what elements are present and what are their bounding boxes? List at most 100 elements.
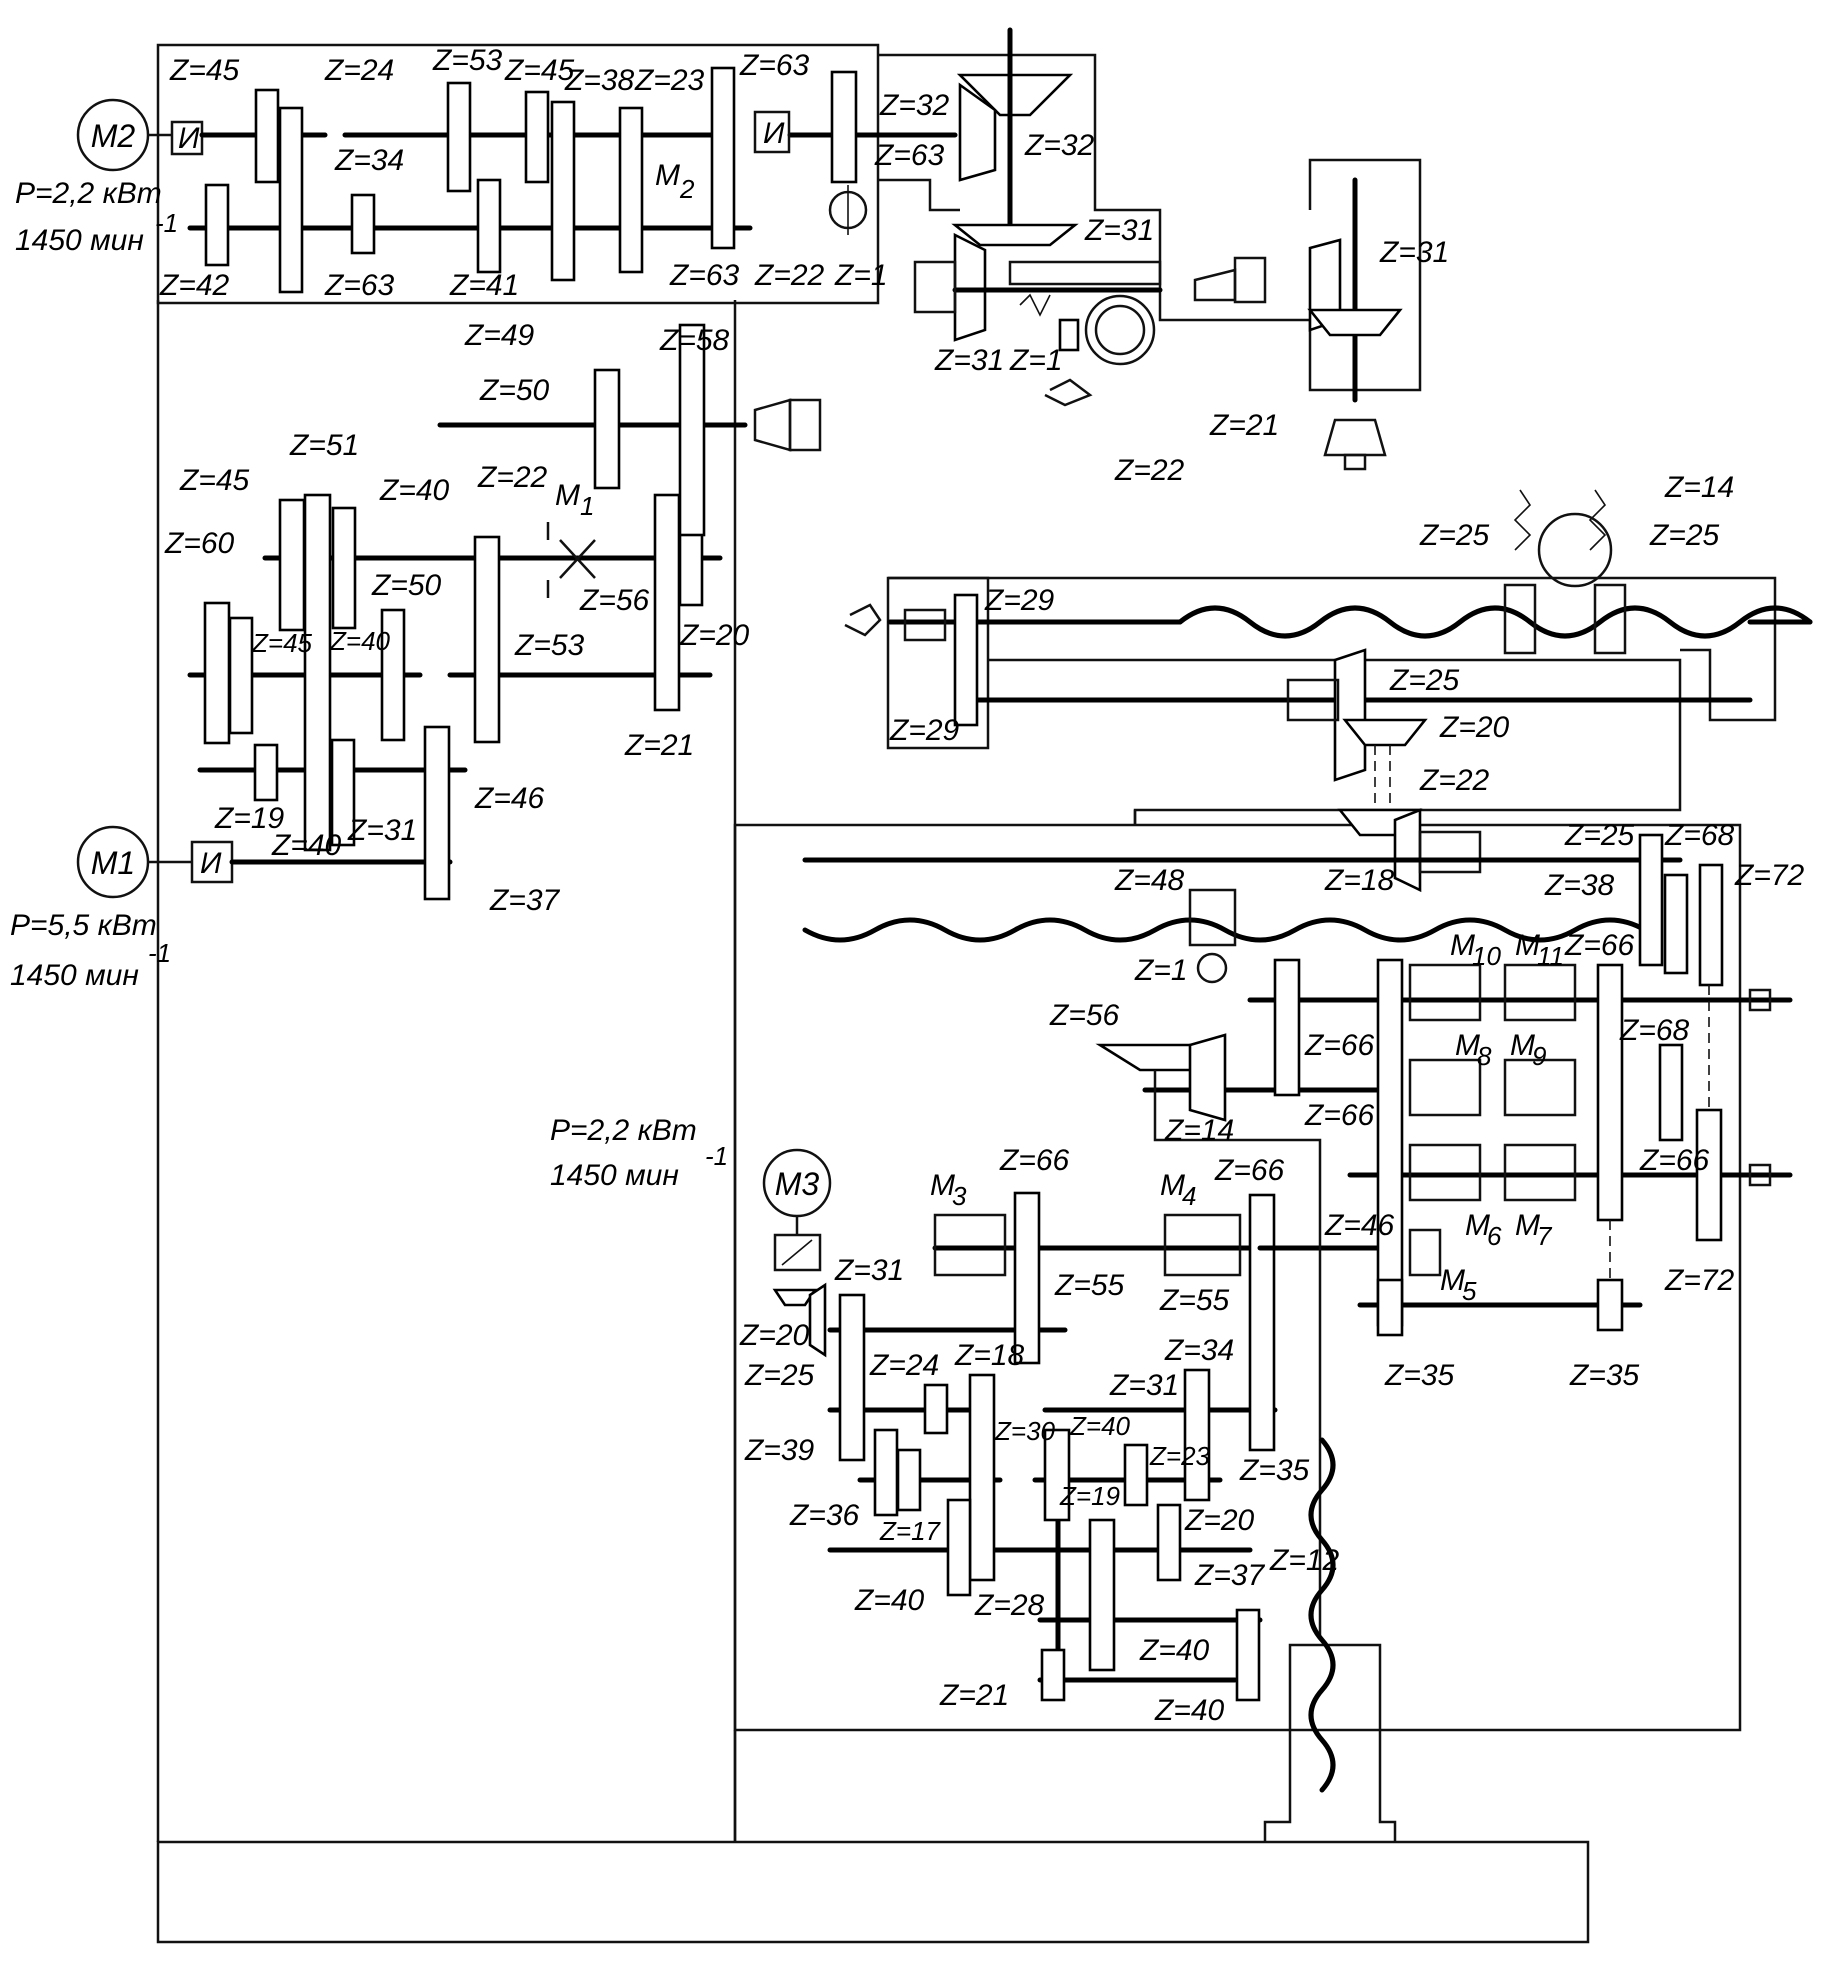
- clutch-m2-symbol: И: [178, 122, 200, 155]
- label-z66: Z=66: [1564, 929, 1635, 962]
- label-m6-sub: 6: [1487, 1221, 1502, 1251]
- head-bearing: [913, 260, 957, 314]
- bevel-z25: [1333, 648, 1367, 782]
- motor-m3-power: P=2,2 кВт: [550, 1114, 697, 1147]
- label-m8-sub: 8: [1477, 1041, 1492, 1071]
- clutch-m8: [1408, 1058, 1482, 1117]
- label-z66c: Z=66: [1304, 1029, 1375, 1062]
- motor-m3-name: M3: [775, 1166, 820, 1202]
- label-m8: M: [1455, 1029, 1480, 1062]
- clutch-m6: [1408, 1143, 1482, 1202]
- clutch-m1-symbol: И: [200, 847, 222, 880]
- swivel-spindle-nose: [1323, 418, 1387, 457]
- label-m2-sub: 2: [679, 174, 695, 204]
- label-m9-sub: 9: [1532, 1041, 1546, 1071]
- label-z28: Z=28: [974, 1589, 1045, 1622]
- label-z25d: Z=25: [1564, 819, 1635, 852]
- label-m3: M: [930, 1169, 955, 1202]
- gear-z40: [331, 506, 357, 630]
- gear-z72b: [1695, 1108, 1723, 1242]
- elevating-lead-screw: [1308, 1437, 1336, 1793]
- label-z30: Z=30: [994, 1416, 1056, 1446]
- gear-z38-z63: [618, 106, 644, 274]
- gear-z24-z63: [278, 106, 304, 294]
- label-z22: Z=22: [754, 259, 825, 292]
- label-z45b: Z=45: [251, 628, 313, 658]
- label-z34: Z=34: [334, 144, 404, 177]
- gear-z30: [1043, 1428, 1071, 1522]
- label-z29b: Z=29: [889, 714, 960, 747]
- table-drive: Z=14 Z=25 Z=25 Z=29 Z=29 Z=25 Z=20 Z=22 …: [802, 471, 1813, 987]
- gear-z63-z22: [710, 66, 736, 250]
- label-m11: M: [1515, 929, 1540, 962]
- spindle-chuck-main: [788, 398, 822, 452]
- label-z53: Z=53: [514, 629, 585, 662]
- label-z34: Z=34: [1164, 1334, 1234, 1367]
- table-handwheel-box: [886, 576, 990, 750]
- gear-z66-z55: [1013, 1191, 1041, 1365]
- label-z23: Z=23: [1149, 1441, 1211, 1471]
- label-z20: Z=20: [1439, 711, 1510, 744]
- label-m11-sub: 11: [1537, 941, 1564, 971]
- label-m5: M: [1440, 1264, 1465, 1297]
- motor-m1-power: P=5,5 кВт: [10, 909, 157, 942]
- label-z39: Z=39: [744, 1434, 815, 1467]
- label-z58: Z=58: [659, 324, 730, 357]
- bevel-z31-swivel-b: [1307, 308, 1403, 337]
- label-z31b: Z=31: [834, 1254, 904, 1287]
- handwheel-head: [1044, 378, 1093, 407]
- label-z36: Z=36: [789, 1499, 860, 1532]
- label-z20b: Z=20: [1184, 1504, 1255, 1537]
- output-coupling-top: [1748, 988, 1772, 1012]
- label-z25c: Z=25: [1389, 664, 1460, 697]
- gear-z36: [873, 1428, 899, 1517]
- gear-z60: [203, 601, 231, 745]
- gear-z51-z40: [303, 493, 332, 852]
- table-housing-top: [888, 576, 1777, 722]
- label-z60: Z=60: [164, 527, 235, 560]
- label-z20: Z=20: [679, 619, 750, 652]
- gear-z66-block-b: [1596, 963, 1624, 1222]
- bevel-z31-top: [951, 223, 1079, 247]
- motor-m2-name: M2: [91, 118, 136, 154]
- label-z56: Z=56: [1049, 999, 1120, 1032]
- spring-right: [1588, 489, 1607, 551]
- bevel-z18: [1393, 808, 1422, 893]
- clutch-m3: [933, 1213, 1007, 1277]
- clutch-m7: [1503, 1143, 1577, 1202]
- clutch-m5: [1408, 1228, 1442, 1277]
- worm-wheel-z22: [1084, 294, 1156, 366]
- table-clutch: [903, 608, 947, 642]
- label-z50: Z=50: [479, 374, 550, 407]
- gear-z45: [278, 498, 306, 632]
- gear-z23: [1123, 1443, 1149, 1507]
- label-z63b: Z=63: [324, 269, 395, 302]
- label-z40: Z=40: [379, 474, 450, 507]
- gear-z31-z20: [1183, 1368, 1211, 1502]
- gear-z45b: [228, 616, 254, 735]
- label-z48: Z=48: [1114, 864, 1185, 897]
- clutch-head: [753, 110, 791, 154]
- label-m7-sub: 7: [1537, 1221, 1553, 1251]
- label-z72: Z=72: [1734, 859, 1805, 892]
- clutch-m2: [170, 120, 204, 156]
- clutch-m10: [1408, 963, 1482, 1022]
- label-z68: Z=68: [1664, 819, 1735, 852]
- label-z40b: Z=40: [329, 626, 391, 656]
- label-z68: Z=68: [1619, 1014, 1690, 1047]
- gear-z72: [1698, 863, 1724, 987]
- label-z31: Z=31: [1109, 1369, 1179, 1402]
- gear-z58: [678, 323, 706, 537]
- gear-z45b: [524, 90, 550, 184]
- gear-z68: [1663, 873, 1689, 975]
- label-z21: Z=21: [624, 729, 694, 762]
- label-z35a: Z=35: [1384, 1359, 1455, 1392]
- label-z19: Z=19: [214, 802, 285, 835]
- worm-z1b: [1058, 318, 1080, 352]
- bevel-z25-m3: [808, 1282, 827, 1358]
- gear-z46-z37: [423, 725, 451, 901]
- swivel-tool: [1343, 453, 1367, 471]
- bevel-z32-side: [958, 82, 997, 182]
- spindle-taper: [753, 398, 792, 452]
- label-z31a: Z=31: [1084, 214, 1154, 247]
